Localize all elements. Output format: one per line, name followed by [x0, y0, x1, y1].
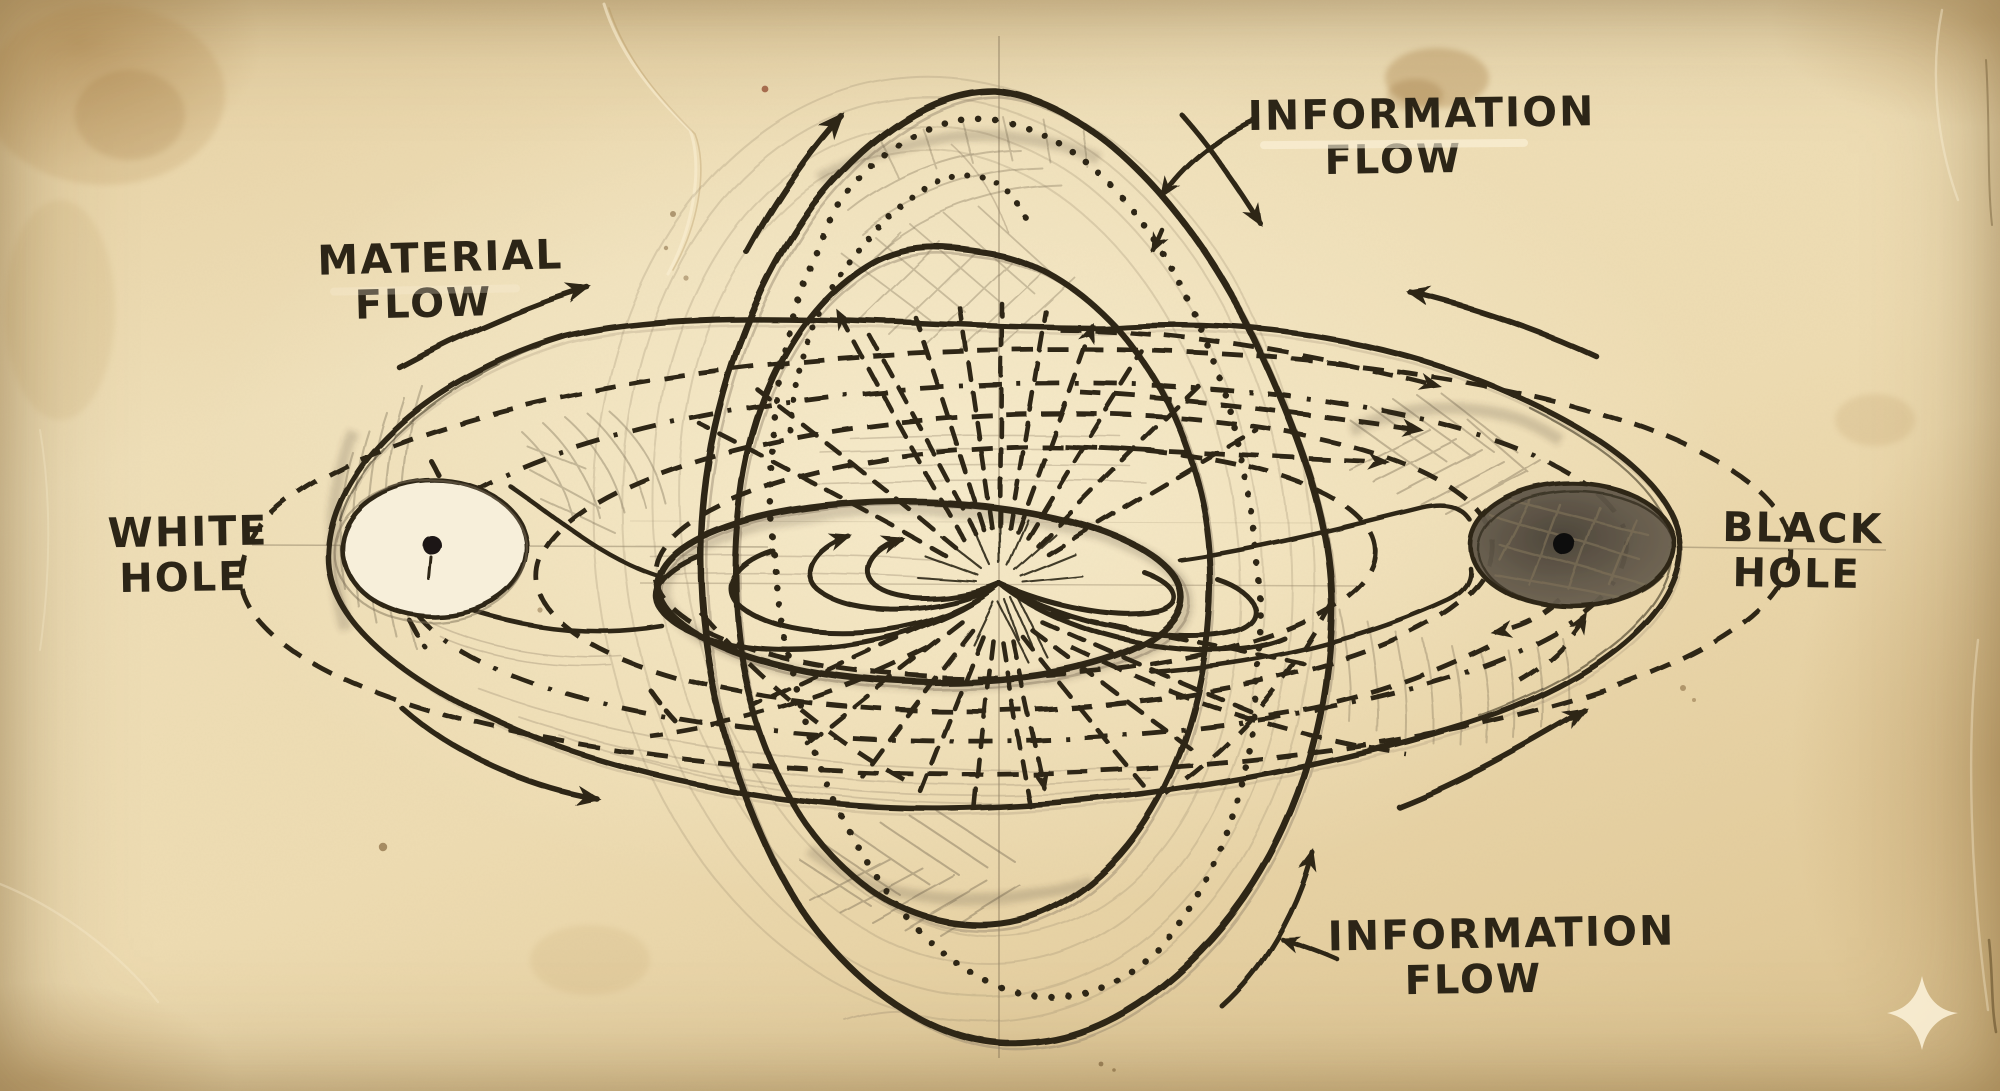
ring-ascent-arrow — [744, 112, 845, 255]
dotted-path-arrowhead — [1150, 227, 1169, 254]
black-hole-line2: HOLE — [1732, 550, 1862, 598]
torus-outer-rim — [325, 316, 1683, 812]
white-hole-line2: HOLE — [118, 553, 248, 603]
paper-creases — [0, 2, 1998, 1034]
black-hole-line1: BLACK — [1721, 502, 1884, 554]
ring-bottom-arrow — [1219, 847, 1317, 1009]
white-hole-label: WHITE HOLE — [107, 507, 269, 603]
horizontal-axis-right — [1667, 546, 1887, 551]
black-hole-center-dot — [1554, 534, 1576, 556]
info-top-arrow-2 — [1179, 112, 1264, 228]
information-flow-bottom-line1: INFORMATION — [1327, 906, 1676, 961]
field-line-fan — [697, 301, 1307, 819]
information-dotted-path — [767, 115, 1263, 1001]
ring-outer-edge — [697, 87, 1335, 1047]
information-flow-bottom-label: INFORMATION FLOW — [1327, 906, 1676, 1005]
flow-arrows — [397, 112, 1600, 1009]
material-flow-label: MATERIAL FLOW — [317, 230, 564, 329]
white-hole-center-dot — [422, 535, 442, 555]
white-hole — [332, 478, 531, 625]
white-hole-line1: WHITE — [107, 506, 269, 558]
torus-bottom-left-arrow — [399, 705, 601, 805]
torus-bottom-right-arrow — [1395, 707, 1588, 809]
central-vortex — [653, 512, 1287, 664]
black-hole — [1467, 480, 1677, 610]
information-flow-top-label: INFORMATION FLOW — [1247, 87, 1595, 185]
material-flow-line1: MATERIAL — [316, 230, 564, 285]
material-flow-arrow — [397, 283, 593, 371]
paper-stains — [0, 5, 1915, 1072]
information-flow-top-line1: INFORMATION — [1247, 87, 1596, 141]
horizontal-torus — [325, 316, 1683, 812]
sparkle-icon — [1887, 976, 1958, 1050]
torus-top-right-arrow — [1405, 286, 1600, 360]
info-top-arrow-1 — [1159, 117, 1257, 200]
black-hole-label: BLACK HOLE — [1721, 503, 1884, 598]
info-bottom-arrow — [1278, 936, 1341, 963]
information-flow-bottom-line2: FLOW — [1404, 955, 1543, 1005]
